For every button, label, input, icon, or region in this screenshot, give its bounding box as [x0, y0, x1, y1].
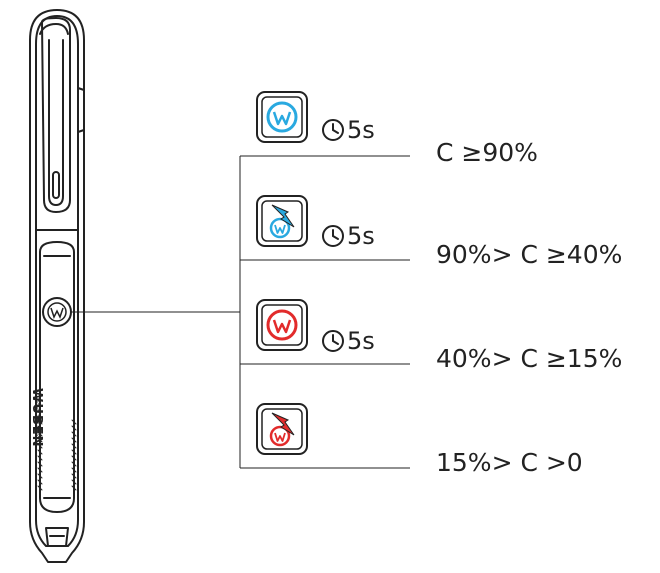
w-steady-icon-2: [256, 299, 308, 351]
timer-label-0: 5s: [347, 116, 375, 144]
condition-label-0: C ≥90%: [436, 138, 538, 167]
connector-lines: [71, 155, 410, 469]
condition-label-1: 90%> C ≥40%: [436, 240, 623, 269]
w-flash-icon-1: [256, 195, 308, 247]
grip-panel: [39, 241, 75, 513]
timer-label-2: 5s: [347, 327, 375, 355]
w-flash-icon-3: [256, 403, 308, 455]
condition-label-2: 40%> C ≥15%: [436, 344, 623, 373]
w-steady-icon-0: [256, 91, 308, 143]
knurling: [37, 419, 77, 491]
brand-tagline: LIGHT THE WAY: [33, 398, 39, 437]
flashlight-illustration: [29, 9, 85, 563]
timer-label-1: 5s: [347, 222, 375, 250]
clock-icon: [322, 225, 344, 247]
pocket-clip: [41, 17, 71, 213]
power-button[interactable]: [42, 297, 72, 327]
condition-label-3: 15%> C >0: [436, 448, 583, 477]
clock-icon: [322, 330, 344, 352]
clock-icon: [322, 119, 344, 141]
